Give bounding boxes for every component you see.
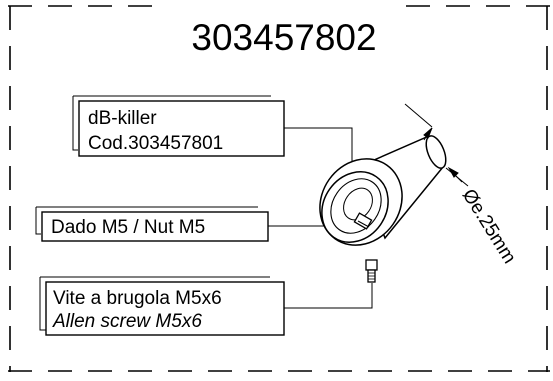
tube-end [425,135,447,169]
allen-screw-part [365,259,378,283]
label-box-allen-screw: Vite a brugola M5x6 Allen screw M5x6 [39,276,285,336]
diameter-label: Øe.25mm [458,186,520,268]
label-shadow-corner [35,207,41,235]
label-screw-italian: Vite a brugola M5x6 [53,288,222,309]
cap-bore [343,187,373,221]
leader-db-killer [284,127,353,162]
diameter-dimension [404,103,469,187]
arrowhead-lower [447,166,459,178]
label-box-nut: Dado M5 / Nut M5 [35,206,269,242]
dimension-extension-upper [404,103,433,128]
label-shadow-corner [39,277,46,331]
dashed-frame [8,5,550,372]
label-shadow-corner [72,96,78,151]
nut-shape [353,212,373,230]
arrowhead-upper [423,127,433,139]
label-box-db-killer: dB-killer Cod.303457801 [72,95,285,157]
nut-edge [357,220,370,228]
part-number-title: 303457802 [191,17,376,58]
label-db-killer-name: dB-killer [88,108,157,129]
leader-screw [284,283,373,309]
screw-head [365,259,378,271]
label-frame [78,100,285,157]
label-db-killer-code: Cod.303457801 [88,133,223,154]
label-nut: Dado M5 / Nut M5 [51,217,205,238]
label-screw-english: Allen screw M5x6 [52,311,202,332]
db-killer-part [319,135,447,246]
